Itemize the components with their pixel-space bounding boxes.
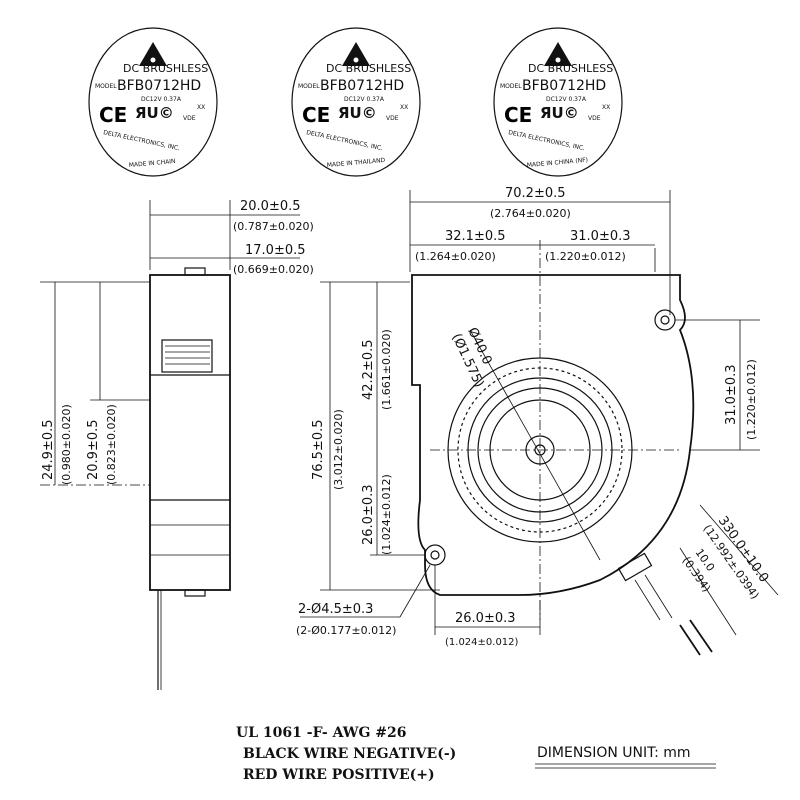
note-wire-spec: UL 1061 -F- AWG #26	[236, 725, 407, 741]
label-rating: DC12V 0.37A	[546, 96, 587, 103]
dim-side-width-inner: 17.0±0.5	[245, 243, 306, 258]
dim-right-width: 31.0±0.3	[570, 229, 631, 244]
label-xx: XX	[602, 104, 610, 111]
note-black-wire: BLACK WIRE NEGATIVE(-)	[243, 746, 456, 762]
label-xx: XX	[197, 104, 205, 111]
dim-overall-width: 70.2±0.5	[505, 186, 566, 201]
label-model: BFB0712HD	[117, 78, 201, 94]
dim-upper-height: 42.2±0.5	[361, 339, 376, 400]
label-thailand: DC BRUSHLESS MODEL BFB0712HD DC12V 0.37A…	[291, 27, 421, 177]
label-maker: DELTA ELECTRONICS, INC.	[306, 129, 384, 152]
dim-left-width: 32.1±0.5	[445, 229, 506, 244]
dim-right-height-in: (1.220±0.012)	[745, 359, 758, 440]
label-china-nf: DC BRUSHLESS MODEL BFB0712HD DC12V 0.37A…	[493, 27, 623, 177]
vde-mark-icon: VDE	[183, 115, 196, 122]
label-type: DC BRUSHLESS	[528, 62, 613, 75]
label-model-prefix: MODEL	[298, 83, 320, 90]
dim-right-height: 31.0±0.3	[724, 364, 739, 425]
dim-right-width-in: (1.220±0.012)	[545, 250, 626, 263]
dim-left-width-in: (1.264±0.020)	[415, 250, 496, 263]
ce-mark-icon: CE	[302, 103, 330, 127]
ul-mark-icon: ЯU©	[540, 104, 579, 122]
dim-side-width-total: 20.0±0.5	[240, 199, 301, 214]
label-xx: XX	[400, 104, 408, 111]
label-origin: MADE IN CHINA (NF)	[527, 157, 589, 169]
dim-side-width-inner-in: (0.669±0.020)	[233, 263, 314, 276]
label-maker: DELTA ELECTRONICS, INC.	[508, 129, 586, 152]
front-view: Ø40.0 (Ø1.575) 70.2±0.5 (2.764±0.020) 32…	[296, 186, 779, 656]
vde-mark-icon: VDE	[386, 115, 399, 122]
label-type: DC BRUSHLESS	[326, 62, 411, 75]
dim-side-width-total-in: (0.787±0.020)	[233, 220, 314, 233]
label-model: BFB0712HD	[320, 78, 404, 94]
label-model-prefix: MODEL	[500, 83, 522, 90]
ce-mark-icon: CE	[504, 103, 532, 127]
dim-lower-height-in: (1.024±0.012)	[380, 474, 393, 555]
dim-overall-height: 76.5±0.5	[311, 419, 326, 480]
dim-bottom-width: 26.0±0.3	[455, 611, 516, 626]
label-model: BFB0712HD	[522, 78, 606, 94]
dim-side-height-a: 24.9±0.5	[41, 419, 56, 480]
dim-bottom-width-in: (1.024±0.012)	[445, 637, 519, 648]
note-red-wire: RED WIRE POSITIVE(+)	[243, 767, 435, 783]
vde-mark-icon: VDE	[588, 115, 601, 122]
dim-upper-height-in: (1.661±0.020)	[380, 329, 393, 410]
label-model-prefix: MODEL	[95, 83, 117, 90]
note-dimension-unit: DIMENSION UNIT: mm	[537, 745, 691, 761]
ul-mark-icon: ЯU©	[338, 104, 377, 122]
dim-lower-height: 26.0±0.3	[361, 484, 376, 545]
label-rating: DC12V 0.37A	[141, 96, 182, 103]
dim-side-height-b: 20.9±0.5	[86, 419, 101, 480]
label-origin: MADE IN THAILAND	[327, 157, 386, 169]
notes: UL 1061 -F- AWG #26 BLACK WIRE NEGATIVE(…	[236, 725, 716, 783]
dim-holes-in: (2-Ø0.177±0.012)	[296, 624, 396, 637]
label-type: DC BRUSHLESS	[123, 62, 208, 75]
dim-holes: 2-Ø4.5±0.3	[298, 602, 373, 617]
label-maker: DELTA ELECTRONICS, INC.	[103, 129, 181, 152]
label-china: DC BRUSHLESS MODEL BFB0712HD DC12V 0.37A…	[88, 27, 218, 177]
ul-mark-icon: ЯU©	[135, 104, 174, 122]
dim-side-height-b-in: (0.823±0.020)	[105, 404, 118, 485]
label-rating: DC12V 0.37A	[344, 96, 385, 103]
label-origin: MADE IN CHAIN	[129, 158, 176, 169]
dim-overall-width-in: (2.764±0.020)	[490, 207, 571, 220]
dim-side-height-a-in: (0.980±0.020)	[60, 404, 73, 485]
ce-mark-icon: CE	[99, 103, 127, 127]
dim-overall-height-in: (3.012±0.020)	[332, 409, 345, 490]
side-view: 20.0±0.5 (0.787±0.020) 17.0±0.5 (0.669±0…	[40, 199, 314, 690]
